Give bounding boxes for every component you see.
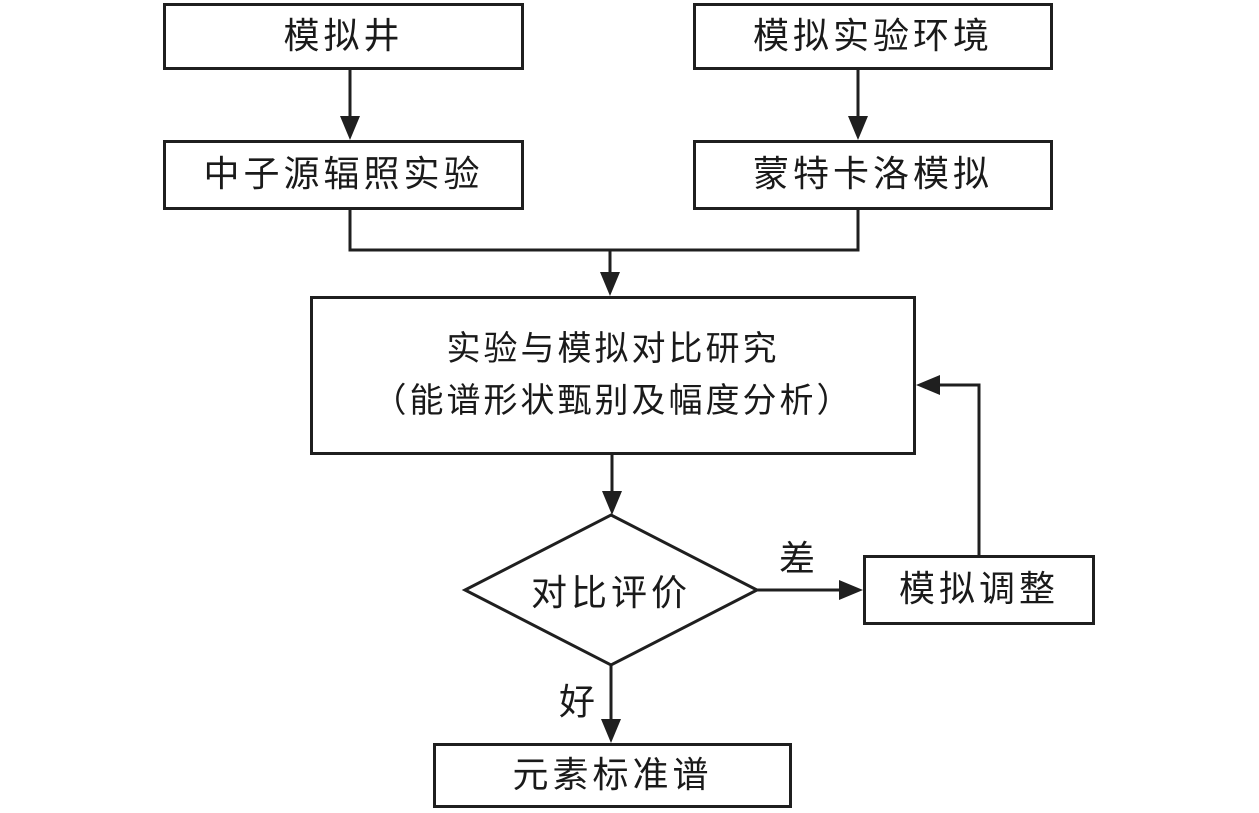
node-simulated-well: 模拟井	[163, 3, 524, 70]
node-simulated-well-label: 模拟井	[283, 15, 404, 57]
node-comparison-study: 实验与模拟对比研究 （能谱形状甄别及幅度分析）	[310, 296, 916, 455]
node-comparison-evaluation-label: 对比评价	[530, 573, 692, 614]
node-simulated-lab-environment: 模拟实验环境	[693, 3, 1053, 70]
node-neutron-source-irradiation-experiment-label: 中子源辐照实验	[203, 154, 484, 196]
node-simulation-adjustment-label: 模拟调整	[898, 569, 1059, 611]
node-comparison-study-label-line2: （能谱形状甄别及幅度分析）	[372, 380, 854, 421]
edge-adjustment-feedback	[916, 375, 981, 555]
node-element-standard-spectrum: 元素标准谱	[433, 743, 792, 808]
node-element-standard-spectrum-label: 元素标准谱	[512, 754, 713, 796]
edge-study-to-evaluation	[602, 455, 622, 515]
decision-diamond-shape	[461, 513, 761, 667]
edge-label-good: 好	[558, 682, 596, 723]
edge-lab-env-to-monte-carlo	[848, 70, 868, 140]
node-simulated-lab-environment-label: 模拟实验环境	[752, 15, 993, 57]
node-monte-carlo-simulation: 蒙特卡洛模拟	[693, 140, 1053, 210]
node-neutron-source-irradiation-experiment: 中子源辐照实验	[163, 140, 524, 210]
edge-label-poor: 差	[778, 539, 816, 580]
edge-evaluation-to-adjustment	[757, 580, 863, 600]
edge-merge-bracket	[348, 210, 860, 296]
node-simulation-adjustment: 模拟调整	[863, 555, 1095, 625]
node-monte-carlo-simulation-label: 蒙特卡洛模拟	[752, 154, 993, 196]
node-comparison-study-label-line1: 实验与模拟对比研究	[446, 328, 780, 369]
edge-evaluation-to-spectrum	[601, 665, 621, 743]
edge-simulated-well-to-irradiation	[340, 70, 360, 140]
